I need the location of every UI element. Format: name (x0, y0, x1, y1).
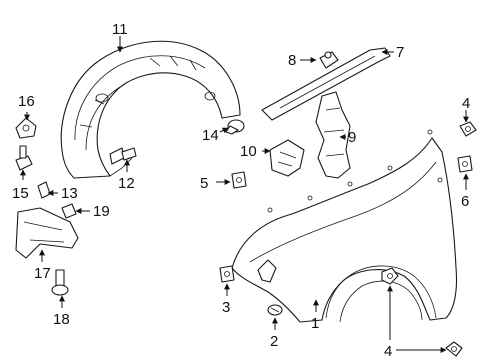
bolt-12 (109, 147, 137, 165)
fender-liner (60, 40, 241, 179)
clip-13 (37, 181, 51, 199)
callout-1: 1 (311, 315, 319, 332)
bolt-4-top (459, 121, 477, 137)
callout-10: 10 (240, 143, 257, 160)
callout-4-bottom: 4 (384, 343, 392, 360)
callout-12: 12 (118, 175, 135, 192)
leaders (20, 36, 469, 353)
clip-3 (219, 259, 277, 283)
callout-labels: 11 8 7 4 9 10 5 6 14 12 16 15 13 19 17 1… (12, 21, 470, 360)
upper-strip (261, 47, 391, 121)
callout-6: 6 (461, 193, 469, 210)
clip-19 (61, 203, 77, 219)
callout-8: 8 (288, 52, 296, 69)
fender-bracket (315, 91, 351, 179)
clip-nut-5 (231, 171, 247, 189)
callout-14: 14 (202, 127, 219, 144)
callout-18: 18 (53, 311, 70, 328)
lower-shield (15, 207, 79, 259)
callout-7: 7 (396, 44, 404, 61)
callout-17: 17 (34, 265, 51, 282)
callout-15: 15 (12, 185, 29, 202)
callout-4-top: 4 (462, 95, 470, 112)
bolt-4-bottom (445, 341, 463, 357)
push-pin (225, 119, 245, 135)
bolt-2 (267, 304, 283, 316)
clip-6 (457, 155, 473, 173)
callout-2: 2 (270, 333, 278, 350)
callout-13: 13 (61, 185, 78, 202)
screw-15 (15, 145, 33, 171)
insulator-block (269, 139, 305, 177)
callout-19: 19 (93, 203, 110, 220)
nut-16 (15, 117, 37, 139)
callout-16: 16 (18, 93, 35, 110)
strip-clip (319, 51, 339, 69)
callout-3: 3 (222, 299, 230, 316)
front-fender (231, 129, 458, 323)
callout-9: 9 (348, 129, 356, 146)
bolt-18 (51, 269, 69, 296)
bolt-4-mid (381, 267, 399, 285)
callout-11: 11 (112, 21, 128, 38)
callout-5: 5 (200, 175, 208, 192)
